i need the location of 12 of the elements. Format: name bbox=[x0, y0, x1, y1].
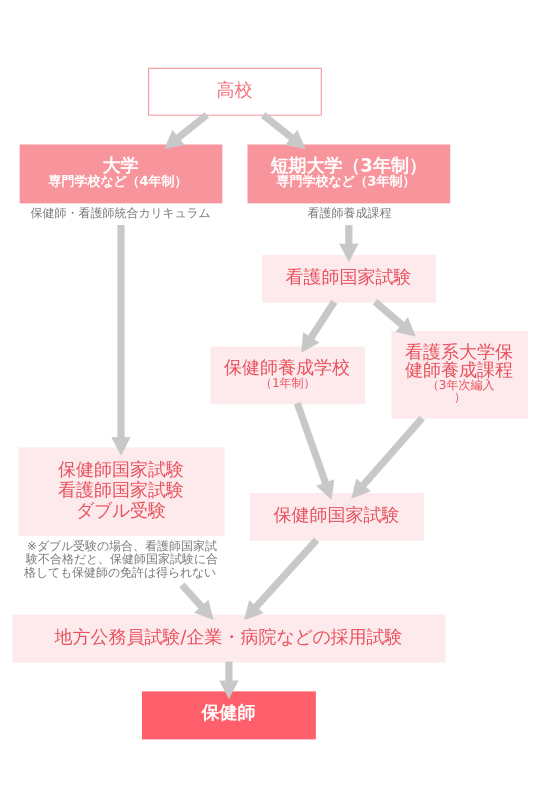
node-label: 保健師・看護師統合カリキュラム bbox=[30, 206, 210, 220]
arrow bbox=[301, 299, 338, 352]
arrow bbox=[111, 224, 131, 456]
arrow bbox=[372, 298, 416, 336]
arrow bbox=[244, 537, 320, 620]
arrow bbox=[351, 415, 425, 498]
node-label: ※ダブル受験の場合、看護師国家試験不合格だと、保健師国家試験に合格しても保健師の免許は得られない bbox=[24, 538, 218, 579]
arrow bbox=[339, 224, 359, 262]
arrow bbox=[179, 582, 214, 620]
arrow bbox=[294, 401, 334, 500]
node-label: 看護師養成課程 bbox=[307, 206, 392, 220]
arrow bbox=[219, 661, 239, 699]
